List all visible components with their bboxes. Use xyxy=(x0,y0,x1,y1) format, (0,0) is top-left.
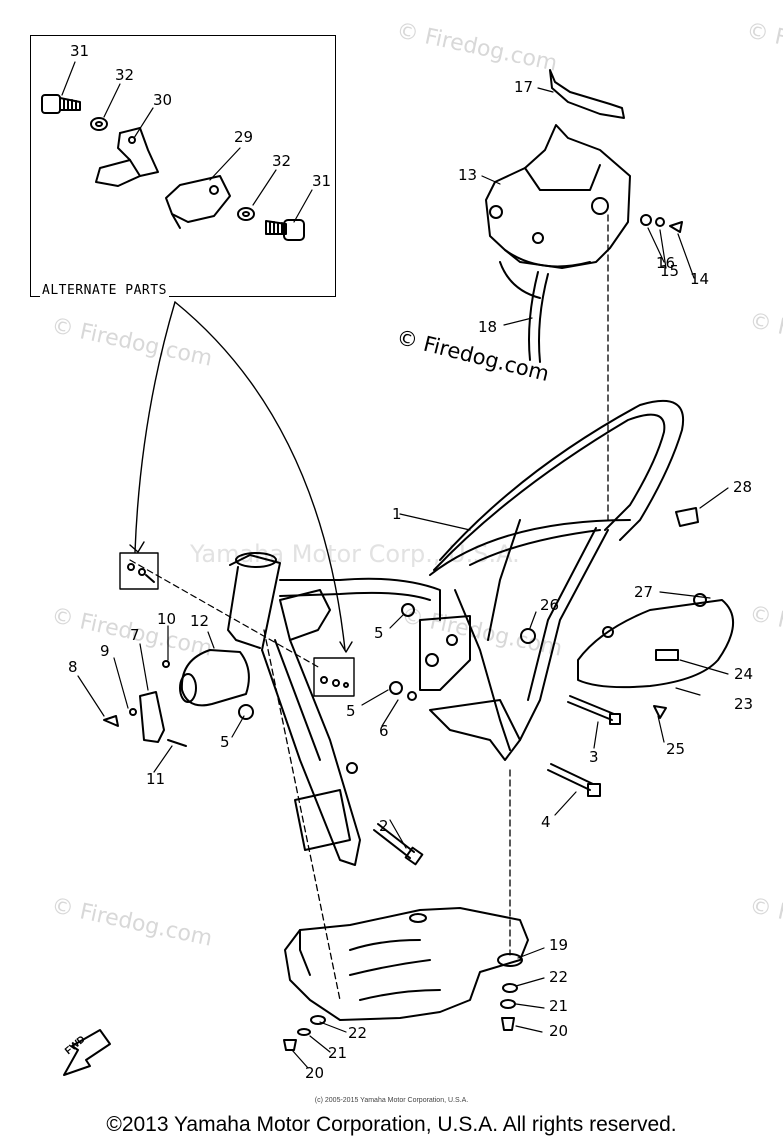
callout-24: 24 xyxy=(734,665,754,683)
callout-31: 31 xyxy=(70,42,90,60)
callout-26: 26 xyxy=(540,596,560,614)
alt-bracket-29 xyxy=(165,175,231,229)
callout-32: 32 xyxy=(115,66,135,84)
callout-32: 32 xyxy=(272,152,292,170)
small-copyright: (c) 2005-2015 Yamaha Motor Corporation, … xyxy=(314,1097,469,1104)
callout-5: 5 xyxy=(374,624,384,642)
callout-19: 19 xyxy=(549,936,569,954)
callout-11: 11 xyxy=(146,770,166,788)
alternate-parts-title: ALTERNATE PARTS xyxy=(40,283,169,298)
callout-2: 2 xyxy=(379,817,389,835)
callout-5: 5 xyxy=(220,733,230,751)
alt-bolt-31a xyxy=(41,94,81,114)
callout-10: 10 xyxy=(157,610,177,628)
callout-20: 20 xyxy=(305,1064,325,1082)
callout-16: 16 xyxy=(656,254,676,272)
callout-29: 29 xyxy=(234,128,254,146)
callout-22: 22 xyxy=(549,968,569,986)
callout-9: 9 xyxy=(100,642,110,660)
callout-8: 8 xyxy=(68,658,78,676)
alt-washer-32b xyxy=(237,207,255,221)
callout-13: 13 xyxy=(458,166,478,184)
alt-bolt-31b xyxy=(265,219,305,241)
callout-21: 21 xyxy=(328,1044,348,1062)
callout-7: 7 xyxy=(130,626,140,644)
callout-5: 5 xyxy=(346,702,356,720)
callout-25: 25 xyxy=(666,740,686,758)
callout-23: 23 xyxy=(734,695,754,713)
callout-22: 22 xyxy=(348,1024,368,1042)
callout-12: 12 xyxy=(190,612,210,630)
callout-20: 20 xyxy=(549,1022,569,1040)
alt-bracket-30 xyxy=(95,127,159,187)
callout-4: 4 xyxy=(541,813,551,831)
callout-27: 27 xyxy=(634,583,654,601)
callout-14: 14 xyxy=(690,270,710,288)
callout-21: 21 xyxy=(549,997,569,1015)
callout-28: 28 xyxy=(733,478,753,496)
callout-6: 6 xyxy=(379,722,389,740)
callout-3: 3 xyxy=(589,748,599,766)
callout-30: 30 xyxy=(153,91,173,109)
alternate-parts-box xyxy=(30,35,336,297)
callout-18: 18 xyxy=(478,318,498,336)
callout-31: 31 xyxy=(312,172,332,190)
footer-copyright: ©2013 Yamaha Motor Corporation, U.S.A. A… xyxy=(106,1113,677,1136)
alt-washer-32a xyxy=(90,117,108,131)
callout-1: 1 xyxy=(392,505,402,523)
callout-17: 17 xyxy=(514,78,534,96)
callout-15: 15 xyxy=(660,262,680,280)
